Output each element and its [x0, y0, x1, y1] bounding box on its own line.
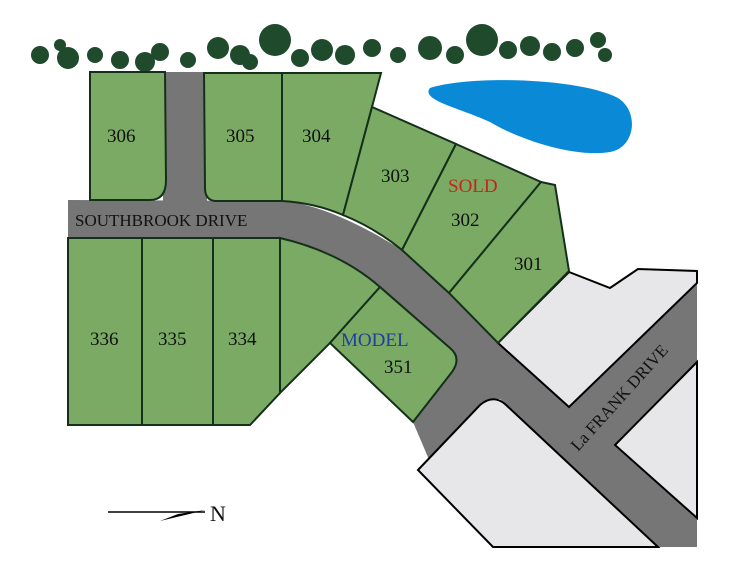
- tree-icon: [207, 37, 229, 59]
- tree-icon: [566, 39, 584, 57]
- parcel-south: [416, 398, 661, 548]
- tree-icon: [499, 41, 517, 59]
- parcel-east: [613, 359, 698, 521]
- road-stub-north: [163, 72, 207, 207]
- tree-icon: [466, 24, 498, 56]
- tree-icon: [259, 24, 291, 56]
- lot-number-305: 305: [226, 126, 255, 147]
- tree-icon: [543, 43, 561, 61]
- lot-number-335: 335: [158, 329, 187, 350]
- lot-number-303: 303: [381, 166, 410, 187]
- tree-icon: [311, 39, 333, 61]
- lot-number-304: 304: [302, 126, 331, 147]
- parcel-northeast: [496, 267, 698, 409]
- tree-icon: [598, 48, 612, 62]
- tree-icon: [151, 43, 169, 61]
- tree-icon: [242, 54, 258, 70]
- lot-301[interactable]: [447, 180, 571, 345]
- lot-number-306: 306: [107, 126, 136, 147]
- lot-number-302: 302: [451, 210, 480, 231]
- tree-icon: [390, 47, 406, 63]
- tree-icon: [590, 32, 606, 48]
- lot-number-334: 334: [228, 329, 257, 350]
- lot-number-301: 301: [514, 254, 543, 275]
- tree-line: [31, 24, 612, 72]
- tree-icon: [111, 51, 129, 69]
- street-label-southbrook: SOUTHBROOK DRIVE: [75, 211, 247, 230]
- tree-icon: [335, 45, 355, 65]
- tree-icon: [87, 47, 103, 63]
- road-southbrook: [68, 200, 697, 547]
- tree-icon: [520, 36, 540, 56]
- tree-icon: [180, 52, 196, 68]
- tree-icon: [291, 49, 309, 67]
- tree-icon: [31, 46, 49, 64]
- tree-icon: [418, 36, 442, 60]
- lot-number-351: 351: [384, 357, 413, 378]
- tree-icon: [57, 47, 79, 69]
- lot-305[interactable]: [202, 72, 283, 202]
- pond: [428, 80, 632, 154]
- compass-label: N: [210, 501, 226, 526]
- lot-status-351: MODEL: [341, 330, 409, 351]
- tree-icon: [54, 39, 66, 51]
- lot-334[interactable]: [212, 237, 281, 426]
- lot-status-302: SOLD: [448, 176, 498, 197]
- tree-icon: [446, 46, 464, 64]
- tree-icon: [135, 52, 155, 72]
- lot-306[interactable]: [89, 71, 168, 201]
- lot-number-336: 336: [90, 329, 119, 350]
- lot-351[interactable]: [328, 285, 458, 424]
- north-arrow-icon: [108, 510, 206, 521]
- tree-icon: [363, 39, 381, 57]
